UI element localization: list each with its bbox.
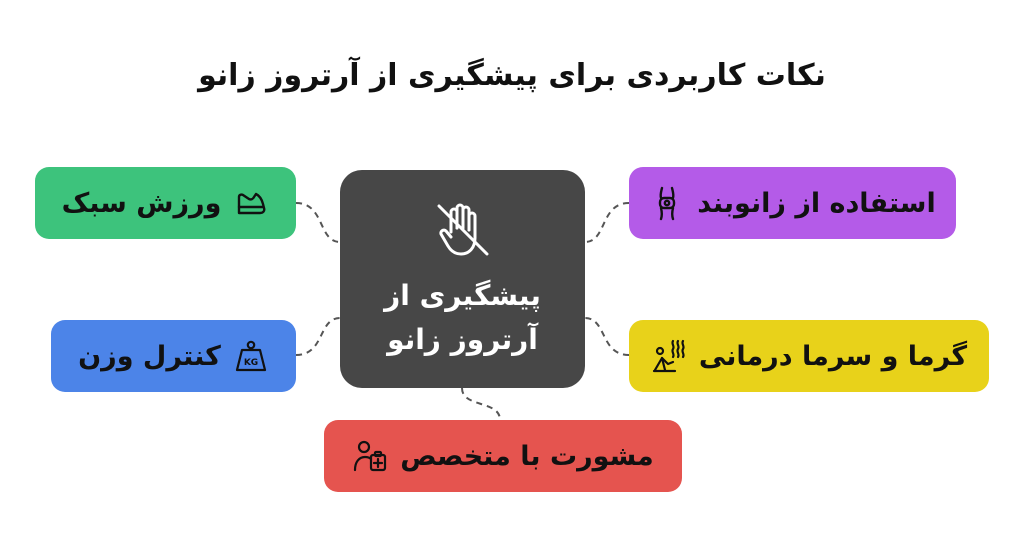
connector-heat-cold [584, 317, 630, 356]
central-topic-line-1: پیشگیری از [384, 279, 541, 312]
connector-specialist [461, 387, 501, 421]
card-light-exercise: ورزش سبک [35, 167, 296, 239]
central-topic-text: پیشگیری از آرتروز زانو [353, 274, 573, 362]
card-light-exercise-label: ورزش سبک [61, 187, 222, 219]
card-heat-cold-therapy: گرما و سرما درمانی [629, 320, 989, 392]
running-shoe-icon [238, 192, 266, 215]
card-specialist-label: مشورت با متخصص [400, 440, 654, 472]
central-topic-line-2: آرتروز زانو [387, 323, 538, 356]
weight-kg-icon: KG [235, 340, 266, 372]
card-weight-control-label: کنترل وزن [78, 340, 221, 372]
connector-weight-control [295, 317, 341, 356]
svg-text:KG: KG [244, 358, 258, 368]
connector-light-exercise [295, 202, 341, 243]
card-heat-cold-therapy-label: گرما و سرما درمانی [698, 340, 968, 372]
card-knee-brace: استفاده از زانوبند [629, 167, 956, 239]
doctor-consult-icon [354, 440, 387, 472]
card-weight-control: KG کنترل وزن [51, 320, 296, 392]
knee-brace-icon [659, 186, 676, 221]
heat-therapy-icon [652, 339, 685, 373]
hand-prohibited-icon [437, 203, 488, 256]
central-topic-box: پیشگیری از آرتروز زانو [340, 170, 585, 388]
diagram-title: نکات کاربردی برای پیشگیری از آرتروز زانو [198, 58, 826, 93]
connector-knee-brace [584, 202, 630, 243]
card-specialist: مشورت با متخصص [324, 420, 682, 492]
card-knee-brace-label: استفاده از زانوبند [697, 187, 936, 219]
